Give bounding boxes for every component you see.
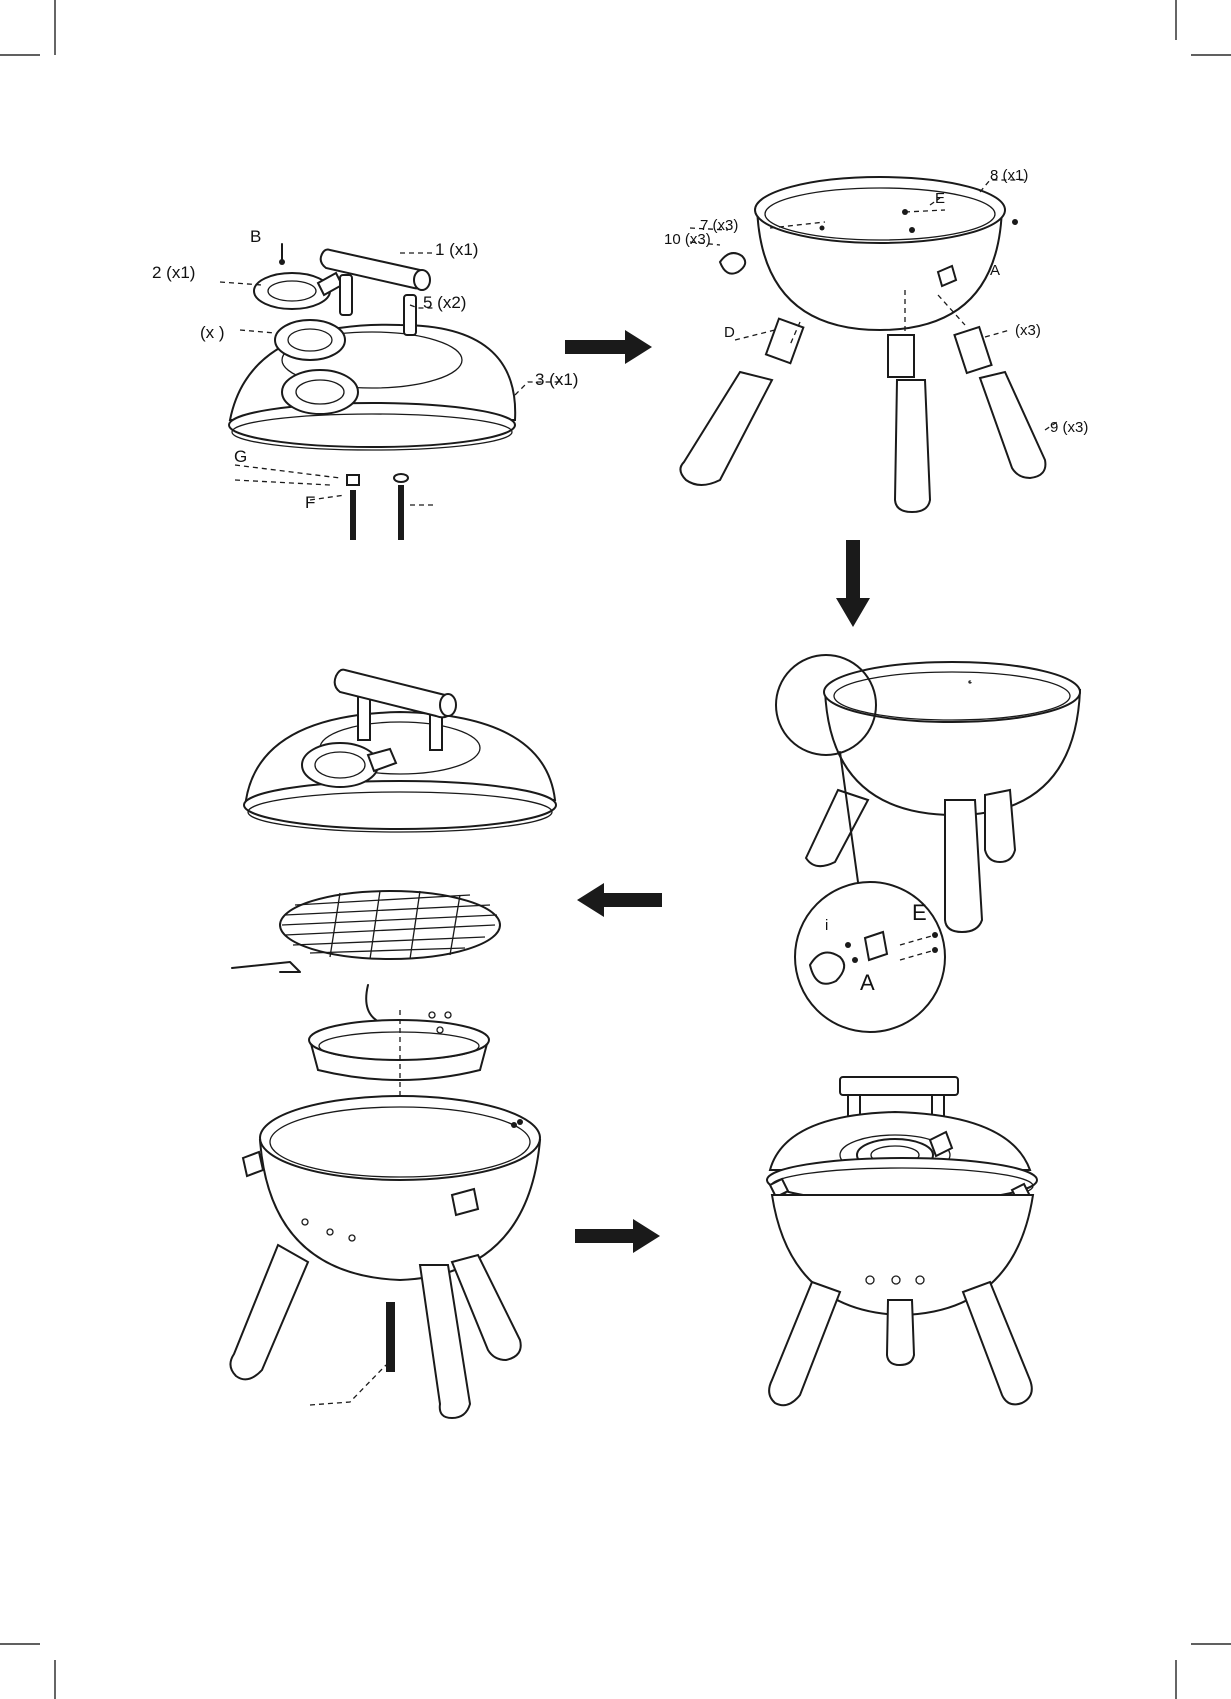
label-part-3: 3 (x1) (535, 370, 578, 389)
label-part-10: 10 (x3) (664, 231, 711, 248)
step3-bowl-detail: E A i (776, 655, 1080, 1032)
label-zoom-mark: i (825, 917, 828, 934)
label-D: D (724, 324, 735, 341)
label-zoom-A: A (860, 970, 875, 995)
step1-lid-exploded: B 1 (x1) 2 (x1) (x ) 5 (x2) 3 (x1) G F (152, 227, 578, 540)
label-x3: (x3) (1015, 322, 1041, 339)
label-zoom-E: E (912, 900, 927, 925)
label-part-5: 5 (x2) (423, 293, 466, 312)
label-part-2: 2 (x1) (152, 263, 195, 282)
step4-stack-exploded (230, 670, 556, 1418)
label-part-9: 9 (x3) (1050, 419, 1088, 436)
label-E: E (935, 190, 945, 207)
label-part-1: 1 (x1) (435, 240, 478, 259)
label-F: F (305, 493, 315, 512)
label-G: G (234, 447, 247, 466)
arrow-right-icon-bottom (575, 1219, 660, 1253)
arrow-down-icon (836, 540, 870, 627)
step2-bowl-legs-exploded: 8 (x1) E 7 (x3) 10 (x3) A D (x3) 9 (x3) (664, 167, 1088, 512)
label-B: B (250, 227, 261, 246)
label-part-x: (x ) (200, 323, 225, 342)
arrow-left-icon (577, 883, 662, 917)
label-part-8: 8 (x1) (990, 167, 1028, 184)
arrow-right-icon (565, 330, 652, 364)
step5-assembled-grill (767, 1077, 1037, 1405)
label-A: A (990, 262, 1000, 279)
